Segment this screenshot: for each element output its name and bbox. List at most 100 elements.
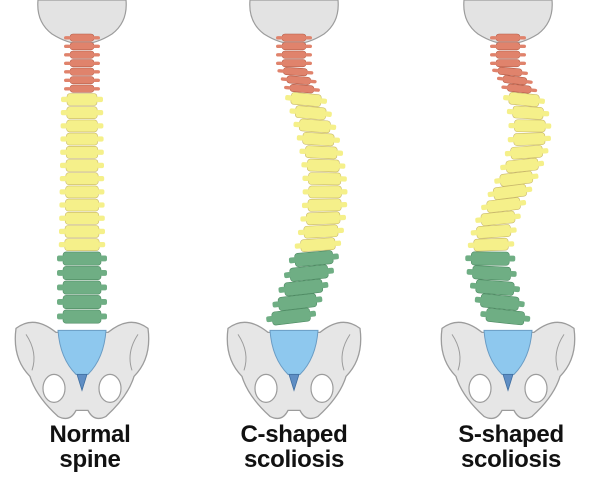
vertebra-0-14 xyxy=(66,186,99,198)
transverse-process-2-11 xyxy=(541,148,548,154)
caption-s-shaped-line2: scoliosis xyxy=(416,447,592,472)
transverse-process-1-20 xyxy=(284,272,292,278)
transverse-process-2-20 xyxy=(510,271,517,277)
transverse-process-0-2 xyxy=(64,53,71,56)
transverse-process-0-3 xyxy=(64,62,71,65)
vertebra-2-2 xyxy=(496,51,520,58)
vertebra-1-6 xyxy=(290,84,315,93)
vertebra-0-2 xyxy=(70,51,94,58)
transverse-process-0-19 xyxy=(100,256,107,262)
transverse-process-2-3 xyxy=(519,62,526,65)
vertebra-2-21 xyxy=(476,279,515,295)
transverse-process-1-22 xyxy=(315,296,323,303)
transverse-process-0-16 xyxy=(98,216,105,221)
vertebra-2-11 xyxy=(510,145,542,159)
vertebra-0-16 xyxy=(65,212,99,224)
vertebra-2-3 xyxy=(496,60,520,67)
vertebra-1-17 xyxy=(304,225,339,239)
caption-s-shaped-line1: S-shaped xyxy=(416,422,592,447)
transverse-process-1-14 xyxy=(303,189,310,194)
vertebra-1-9 xyxy=(299,119,331,133)
transverse-process-1-23 xyxy=(309,311,317,318)
transverse-process-2-10 xyxy=(544,136,551,142)
transverse-process-2-15 xyxy=(519,200,527,206)
transverse-process-0-19 xyxy=(57,256,64,262)
transverse-process-1-3 xyxy=(305,62,312,65)
transverse-process-2-22 xyxy=(517,301,525,307)
vertebra-1-18 xyxy=(300,238,335,252)
transverse-process-1-4 xyxy=(277,69,284,73)
transverse-process-2-18 xyxy=(468,243,475,249)
transverse-process-1-2 xyxy=(276,53,283,56)
transverse-process-0-2 xyxy=(93,53,100,56)
s-shaped-scoliosis-spine-icon xyxy=(441,0,574,418)
transverse-process-0-4 xyxy=(93,70,100,73)
transverse-process-0-13 xyxy=(97,176,104,181)
transverse-process-0-21 xyxy=(100,285,107,291)
transverse-process-2-1 xyxy=(519,45,526,48)
vertebra-2-14 xyxy=(493,184,527,200)
vertebra-1-21 xyxy=(284,279,323,296)
vertebra-0-7 xyxy=(67,94,97,106)
transverse-process-2-15 xyxy=(481,204,489,210)
caption-s-shaped-scoliosis: S-shaped scoliosis xyxy=(416,422,592,472)
vertebra-1-11 xyxy=(305,146,337,160)
vertebra-1-8 xyxy=(295,105,326,120)
caption-c-shaped-line2: scoliosis xyxy=(199,447,389,472)
transverse-process-1-21 xyxy=(321,282,329,289)
transverse-process-1-9 xyxy=(329,124,336,130)
vertebra-2-10 xyxy=(514,133,546,146)
transverse-process-1-0 xyxy=(305,36,312,39)
caption-c-shaped-line1: C-shaped xyxy=(199,422,389,447)
vertebra-1-19 xyxy=(294,250,333,267)
transverse-process-0-8 xyxy=(96,110,103,115)
vertebra-1-20 xyxy=(289,265,328,282)
transverse-process-0-20 xyxy=(57,270,64,276)
transverse-process-0-14 xyxy=(60,189,67,194)
vertebra-0-8 xyxy=(67,107,97,119)
transverse-process-0-6 xyxy=(93,87,100,90)
vertebra-0-19 xyxy=(63,252,101,265)
vertebra-2-7 xyxy=(509,92,540,107)
transverse-process-2-10 xyxy=(508,137,515,143)
vertebra-1-1 xyxy=(282,43,306,50)
normal-spine-icon xyxy=(15,0,148,418)
vertebra-2-19 xyxy=(471,252,509,266)
transverse-process-1-11 xyxy=(299,149,306,155)
transverse-process-2-2 xyxy=(519,53,526,56)
transverse-process-1-0 xyxy=(276,36,283,39)
vertebra-2-20 xyxy=(472,266,511,281)
vertebra-1-15 xyxy=(308,199,341,212)
transverse-process-2-21 xyxy=(470,283,477,289)
vertebra-2-22 xyxy=(480,294,519,311)
caption-normal-line2: spine xyxy=(0,447,185,472)
transverse-process-0-13 xyxy=(60,176,67,181)
transverse-process-1-15 xyxy=(340,202,347,207)
transverse-process-2-9 xyxy=(508,123,515,128)
vertebra-1-12 xyxy=(307,159,339,172)
transverse-process-2-21 xyxy=(513,286,520,292)
vertebra-2-1 xyxy=(496,43,520,50)
transverse-process-2-9 xyxy=(544,123,551,128)
transverse-process-0-23 xyxy=(57,314,64,320)
transverse-process-0-0 xyxy=(93,36,100,39)
transverse-process-2-19 xyxy=(508,256,515,262)
transverse-process-1-7 xyxy=(285,95,292,101)
vertebra-1-22 xyxy=(278,293,317,311)
pelvic-foramen-2 xyxy=(469,374,491,402)
vertebra-0-21 xyxy=(63,281,101,294)
transverse-process-1-19 xyxy=(332,253,339,259)
caption-c-shaped-scoliosis: C-shaped scoliosis xyxy=(199,422,389,472)
transverse-process-2-17 xyxy=(509,227,516,233)
transverse-process-1-18 xyxy=(334,240,341,246)
transverse-process-2-0 xyxy=(490,36,497,39)
transverse-process-0-22 xyxy=(57,299,64,305)
transverse-process-0-11 xyxy=(97,150,104,155)
vertebra-1-14 xyxy=(309,186,342,198)
vertebra-1-16 xyxy=(306,212,340,225)
vertebra-2-0 xyxy=(496,34,520,41)
vertebra-0-15 xyxy=(65,199,98,211)
vertebra-0-22 xyxy=(63,295,101,308)
vertebra-0-23 xyxy=(63,310,101,323)
vertebra-1-5 xyxy=(286,76,311,85)
